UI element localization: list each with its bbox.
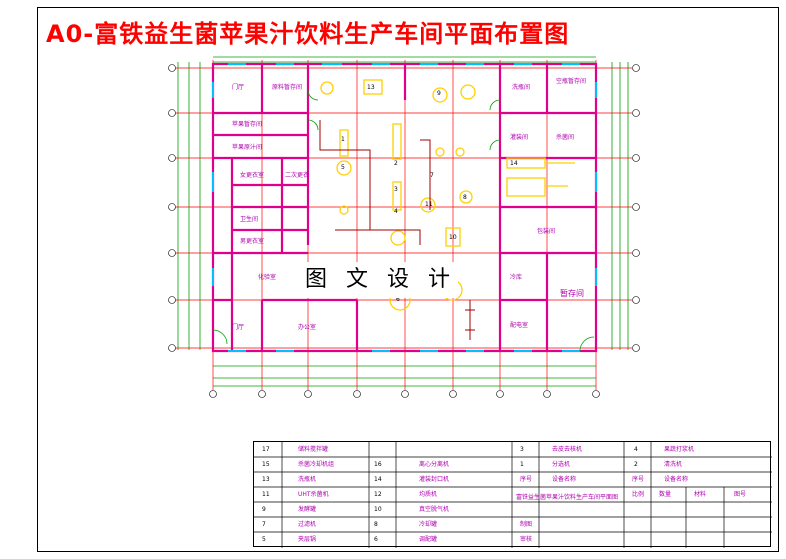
tb-cell: 分选机 <box>552 461 571 468</box>
room-label-testing: 化验室 <box>258 274 277 281</box>
equipment-number: 3 <box>394 186 398 193</box>
room-label-finished-storage: 暂存间 <box>560 289 584 298</box>
title-block-grid <box>254 442 772 548</box>
tb-cell: 17 <box>262 446 270 453</box>
tb-cell: 洗瓶机 <box>298 476 317 483</box>
room-label-changing-3: 二次更衣 <box>285 172 310 179</box>
tb-cell: 9 <box>262 506 266 513</box>
equipment-number: 13 <box>367 84 375 91</box>
tb-cell: 12 <box>374 491 382 498</box>
equipment-number: 11 <box>425 201 433 208</box>
title-block: 17 储料搅拌罐 3 去皮去核机 4 果蔬打浆机 15 杀菌冷却机组 16 离心… <box>253 441 772 548</box>
tb-cell: 1 <box>520 461 524 468</box>
dimension-lines <box>177 56 629 387</box>
equipment-number: 2 <box>394 160 398 167</box>
room-label-lobby-bottom: 门厅 <box>232 324 245 331</box>
room-label-toilet: 卫生间 <box>240 216 259 223</box>
tb-cell: 13 <box>262 476 270 483</box>
tb-cell: 序号 <box>632 476 645 483</box>
equipment-number: 9 <box>437 90 441 97</box>
tb-cell: 序号 <box>520 476 533 483</box>
tb-cell: 制图 <box>520 521 533 528</box>
walls <box>211 62 598 353</box>
equipment-number: 7 <box>430 172 434 179</box>
tb-cell: 16 <box>374 461 382 468</box>
room-label-juice-storage: 苹果原汁间 <box>232 144 263 151</box>
grid-axes <box>175 60 632 390</box>
tb-cell: 清洗机 <box>664 461 683 468</box>
tb-cell: 14 <box>374 476 382 483</box>
tb-cell: 均质机 <box>419 491 438 498</box>
tb-cell: 数量 <box>659 491 672 498</box>
room-label-lobby-top: 门厅 <box>232 84 245 91</box>
equipment-number: 5 <box>341 164 345 171</box>
piping <box>319 120 475 340</box>
room-label-changing-2: 男更衣室 <box>240 238 265 245</box>
equipment-number: 14 <box>510 160 518 167</box>
tb-cell: 冷却罐 <box>419 521 438 528</box>
tb-cell: 3 <box>520 446 524 453</box>
room-label-office: 办公室 <box>298 324 317 331</box>
tb-cell: 设备名称 <box>664 476 689 483</box>
equipment-number: 6 <box>396 296 400 303</box>
equipment-number: 10 <box>449 234 457 241</box>
axis-bubbles <box>168 64 640 398</box>
room-label-cold: 冷库 <box>510 274 523 281</box>
tb-cell: 真空脱气机 <box>419 506 450 513</box>
room-label-sterilize: 杀菌间 <box>556 134 575 141</box>
tb-cell: 15 <box>262 461 270 468</box>
tb-cell: 果蔬打浆机 <box>664 446 695 453</box>
room-label-changing-1: 女更衣室 <box>240 172 265 179</box>
room-label-packing: 包装间 <box>537 228 556 235</box>
tb-cell: 图号 <box>734 491 747 498</box>
drawing-title: A0-富铁益生菌苹果汁饮料生产车间平面布置图 <box>46 20 570 48</box>
tb-cell: 发酵罐 <box>298 506 317 513</box>
room-label-filling: 灌装间 <box>510 134 529 141</box>
equipment-number: 4 <box>394 208 398 215</box>
equipment <box>320 79 575 311</box>
tb-cell: UHT杀菌机 <box>298 491 329 498</box>
tb-cell: 11 <box>262 491 270 498</box>
windows <box>212 63 597 352</box>
tb-cell: 灌装封口机 <box>419 476 450 483</box>
tb-drawing-name: 富铁益生菌苹果汁饮料生产车间平面图 <box>516 494 619 501</box>
tb-cell: 审核 <box>520 536 533 543</box>
tb-cell: 10 <box>374 506 382 513</box>
room-label-distribution: 配电室 <box>510 322 529 329</box>
tb-cell: 5 <box>262 536 266 543</box>
room-label-wash: 洗瓶间 <box>512 84 531 91</box>
tb-cell: 6 <box>374 536 378 543</box>
tb-cell: 比例 <box>632 491 645 498</box>
tb-cell: 8 <box>374 521 378 528</box>
tb-cell: 2 <box>634 461 638 468</box>
room-label-raw-storage: 原料暂存间 <box>272 84 303 91</box>
watermark: 图 文 设 计 <box>303 262 458 298</box>
tb-cell: 储料搅拌罐 <box>298 446 329 453</box>
tb-cell: 设备名称 <box>552 476 577 483</box>
equipment-number: 8 <box>463 194 467 201</box>
equipment-number: 1 <box>341 136 345 143</box>
tb-cell: 调配罐 <box>419 536 438 543</box>
tb-cell: 过滤机 <box>298 521 317 528</box>
tb-cell: 材料 <box>694 491 707 498</box>
tb-cell: 去皮去核机 <box>552 446 583 453</box>
tb-cell: 杀菌冷却机组 <box>298 461 335 468</box>
tb-cell: 夹层锅 <box>298 536 317 543</box>
drawing-frame <box>37 7 779 552</box>
room-label-apple-storage: 苹果暂存间 <box>232 121 263 128</box>
room-label-empty-storage: 空瓶暂存间 <box>556 78 587 85</box>
tb-cell: 4 <box>634 446 638 453</box>
tb-cell: 7 <box>262 521 266 528</box>
tb-cell: 离心分离机 <box>419 461 450 468</box>
doors <box>212 89 595 352</box>
